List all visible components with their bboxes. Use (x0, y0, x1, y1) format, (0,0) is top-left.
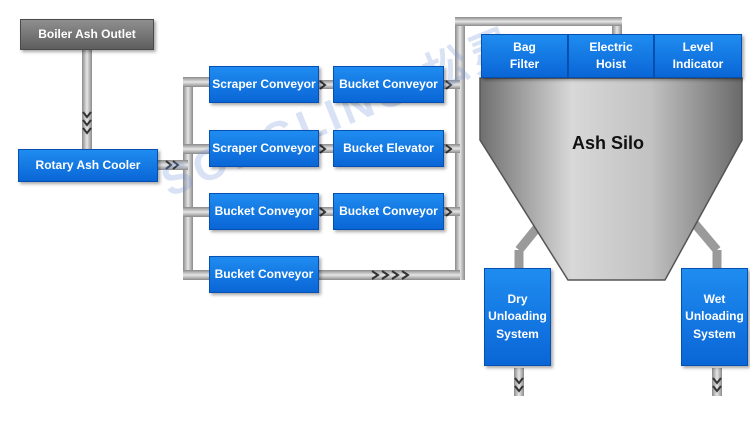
wet-unloading-system[interactable]: Wet Unloading System (681, 268, 748, 366)
bucket-conveyor-1[interactable]: Bucket Conveyor (333, 66, 444, 103)
flow-arrows-down (82, 111, 92, 135)
scraper-conveyor-1[interactable]: Scraper Conveyor (209, 66, 319, 103)
pipe-row3-mid (318, 207, 334, 216)
flow-arrows-bottom (371, 270, 410, 280)
bucket-conveyor-3[interactable]: Bucket Conveyor (333, 193, 444, 230)
level-indicator-line-2: Indicator (672, 57, 724, 71)
wet-unloading-line-2: Unloading (685, 309, 744, 324)
bucket-elevator[interactable]: Bucket Elevator (333, 130, 444, 167)
boiler-ash-outlet[interactable]: Boiler Ash Outlet (20, 19, 154, 50)
bucket-conveyor-left[interactable]: Bucket Conveyor (209, 193, 319, 230)
bucket-conveyor-bottom[interactable]: Bucket Conveyor (209, 256, 319, 293)
flow-arrows-cooler (165, 160, 180, 170)
ash-silo-label: Ash Silo (572, 133, 645, 153)
pipe-branch-4 (183, 270, 211, 280)
dry-unloading-line-1: Dry (507, 291, 528, 306)
pipe-row2-mid (318, 144, 334, 153)
wet-unloading-line-1: Wet (703, 291, 726, 306)
pipe-cooler-out (158, 160, 188, 170)
wet-unloading-line-3: System (693, 326, 736, 341)
level-indicator-line-1: Level (682, 39, 714, 54)
dry-unloading-system[interactable]: Dry Unloading System (484, 268, 551, 366)
pipe-branch-2 (183, 144, 211, 154)
electric-hoist-line-2: Hoist (596, 57, 626, 71)
level-indicator[interactable]: Level Indicator (654, 34, 742, 78)
bag-filter-line-1: Bag (513, 39, 536, 54)
bag-filter[interactable]: Bag Filter (481, 34, 568, 78)
dry-unloading-line-3: System (496, 326, 539, 341)
pipe-top-run (455, 17, 622, 26)
electric-hoist[interactable]: Electric Hoist (568, 34, 654, 78)
electric-hoist-line-1: Electric (589, 39, 633, 54)
pipe-outlet-down (82, 50, 92, 150)
pipe-left-trunk (183, 78, 193, 278)
flow-arrows-wet-out (712, 377, 722, 393)
ash-silo-body (479, 77, 743, 281)
pipe-branch-3 (183, 207, 211, 217)
pipe-row1-mid (318, 80, 334, 89)
pipe-top-to-silo (612, 20, 622, 34)
flow-arrows-dry-out (514, 377, 524, 393)
scraper-conveyor-2[interactable]: Scraper Conveyor (209, 130, 319, 167)
dry-unloading-line-2: Unloading (488, 309, 547, 324)
flow-arrows-row-outputs (319, 80, 453, 217)
rotary-ash-cooler[interactable]: Rotary Ash Cooler (18, 149, 158, 182)
pipe-branch-1 (183, 77, 211, 87)
bag-filter-line-2: Filter (509, 57, 540, 71)
